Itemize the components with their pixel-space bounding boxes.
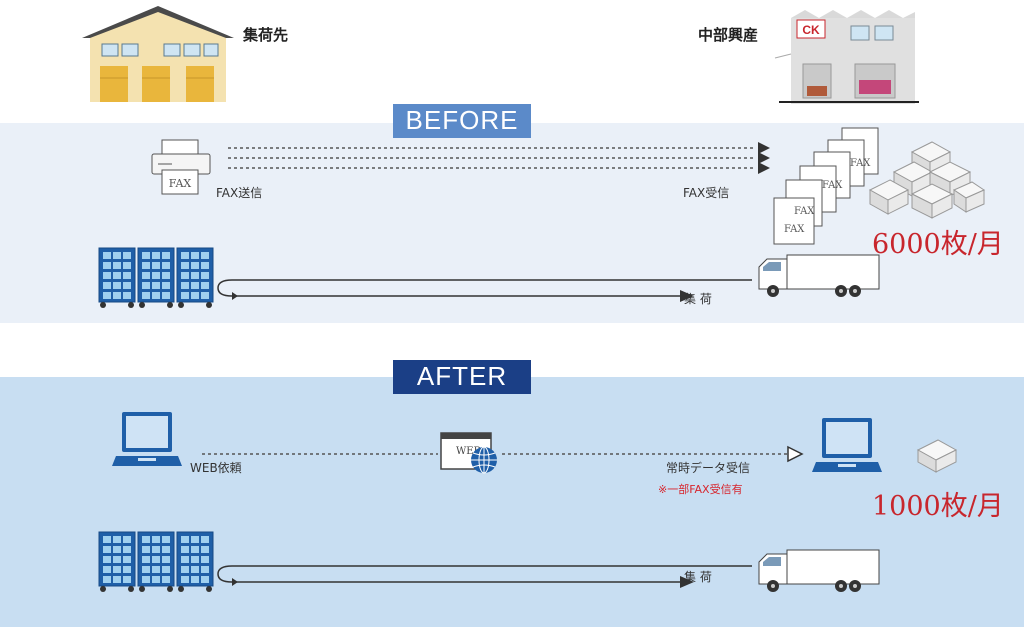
pickup-label-before: 集 荷 [684,292,712,306]
truck-icon-after [758,549,880,592]
fax-transmission-lines [228,142,770,174]
before-paper-count: 6000枚/月 [872,229,1004,260]
fax-machine-icon: FAX [151,139,211,195]
truck-icon [758,254,880,297]
fax-doc-label: FAX [169,177,192,190]
cart-racks-icon-after [98,531,214,592]
after-paper-count: 1000枚/月 [872,491,1004,522]
fax-send-label: FAX送信 [216,186,263,200]
after-tag: AFTER [393,360,531,394]
web-request-label: WEB依頼 [190,461,242,475]
laptop-icon [112,412,182,466]
company-label: 中部興産 [698,26,759,44]
svg-text:FAX: FAX [850,158,871,169]
fax-note: ※一部FAX受信有 [658,483,743,496]
warehouse-icon [82,6,234,102]
pickup-label-after: 集 荷 [684,570,712,584]
before-tag: BEFORE [393,104,531,138]
paper-boxes-icon [868,141,986,219]
pickup-arrow [217,279,752,302]
pickup-arrow-after [217,565,752,588]
always-receive-label: 常時データ受信 [666,461,751,475]
company-logo: CK [802,23,820,37]
fax-documents-icon: FAX FAX FAX FAX [773,127,879,245]
fax-receive-label: FAX受信 [683,186,730,200]
paper-box-icon [916,439,958,473]
laptop-icon-receiver [812,418,882,472]
factory-icon: CK [774,10,919,104]
svg-text:FAX: FAX [794,206,815,217]
web-globe-icon[interactable]: WEB [440,432,502,476]
svg-text:FAX: FAX [784,224,805,235]
web-transmission-line [202,445,804,463]
svg-text:FAX: FAX [822,180,843,191]
shipper-label: 集荷先 [243,26,289,44]
cart-racks-icon [98,247,214,308]
web-icon-text: WEB [456,446,481,457]
